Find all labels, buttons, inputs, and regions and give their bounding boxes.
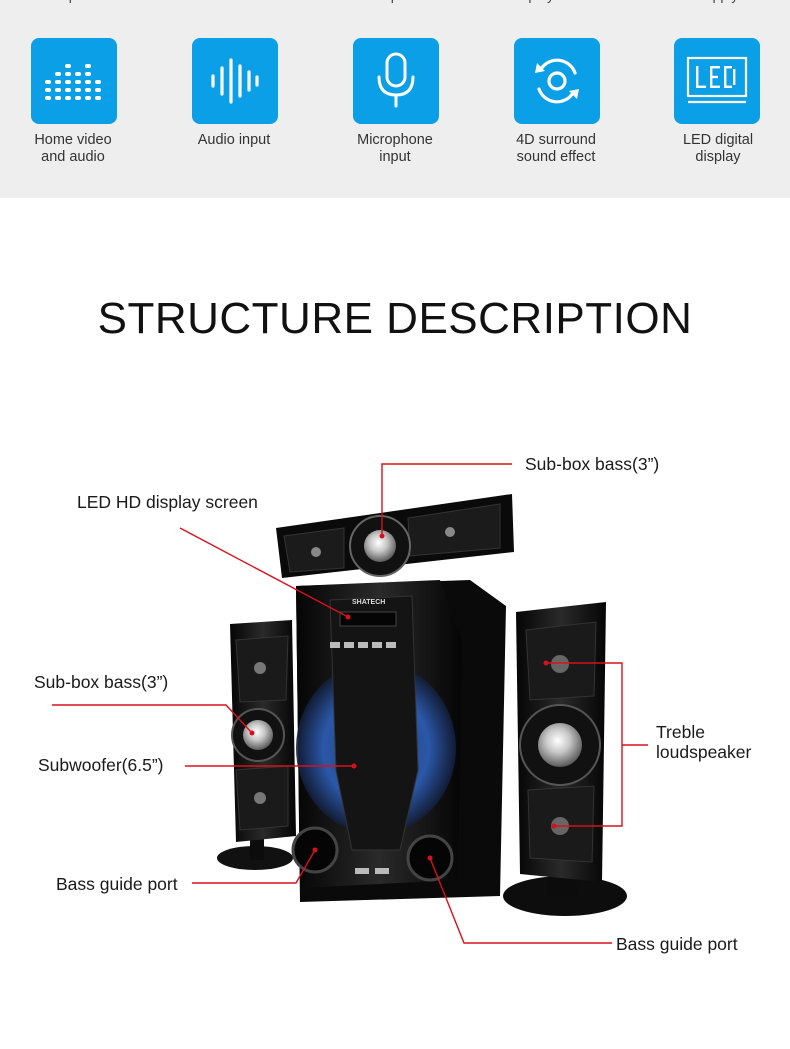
subwoofer-cabinet: SHATECH: [291, 580, 506, 902]
brand-label: SHATECH: [352, 599, 385, 606]
structure-diagram: SHATECH: [0, 400, 790, 1000]
right-satellite-speaker: [503, 602, 627, 916]
speaker-system-illustration: SHATECH: [52, 463, 648, 944]
cut-off-label: input: [325, 0, 465, 2]
callout-sub-box-bass-left: Sub-box bass(3”): [34, 672, 169, 692]
callout-bass-port-left: Bass guide port: [56, 874, 178, 894]
sound-wave-icon: [192, 38, 278, 124]
callout-sub-box-bass-top: Sub-box bass(3”): [525, 454, 660, 474]
callout-bass-port-right: Bass guide port: [616, 934, 738, 954]
callout-led-display: LED HD display screen: [77, 492, 258, 512]
cut-off-label: bass: [164, 0, 304, 2]
center-speaker: [276, 494, 514, 578]
microphone-icon: [353, 38, 439, 124]
cut-off-label: playback: [486, 0, 626, 2]
cut-off-label: supply: [648, 0, 788, 2]
callout-lines: [52, 463, 648, 944]
feature-caption: Audio input: [197, 132, 271, 148]
section-title: STRUCTURE DESCRIPTION: [97, 294, 693, 343]
surround-rotate-icon: [514, 38, 600, 124]
led-display-icon: [674, 38, 760, 124]
equalizer-bars-icon: [31, 38, 117, 124]
cut-off-label: input: [3, 0, 143, 2]
callout-subwoofer: Subwoofer(6.5”): [38, 755, 164, 775]
left-satellite-speaker: [217, 620, 296, 870]
